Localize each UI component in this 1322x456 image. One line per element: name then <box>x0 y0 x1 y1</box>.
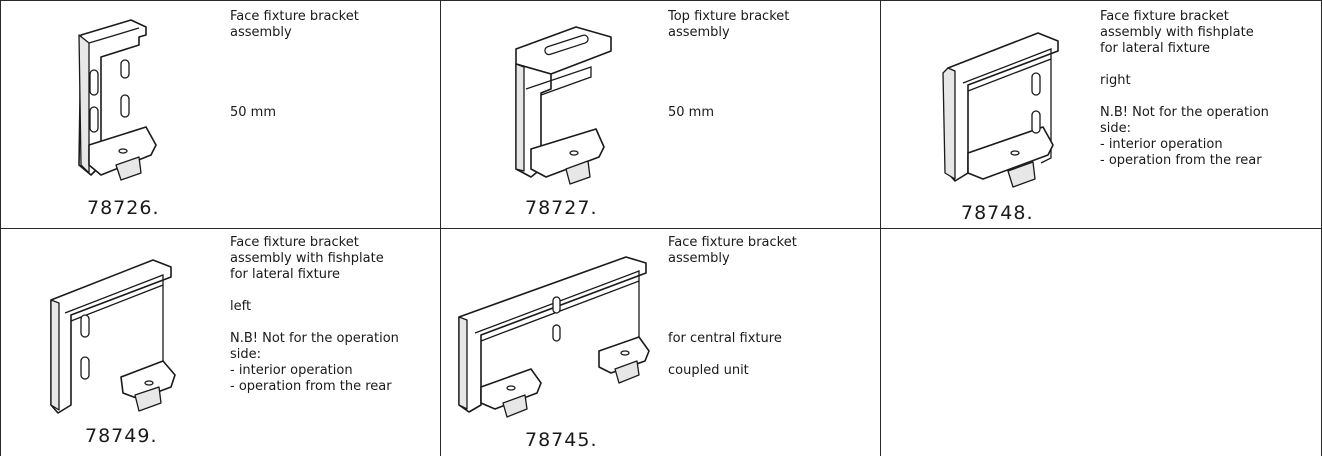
product-description: Face fixture bracket assembly with fishp… <box>230 235 399 394</box>
face-fixture-bracket-fishplate-right-icon <box>933 23 1083 202</box>
empty-cell <box>881 229 1322 456</box>
product-cell-78727: 78727. Top fixture bracket assembly 50 m… <box>441 0 881 229</box>
face-fixture-bracket-central-icon <box>451 247 661 426</box>
product-description: Face fixture bracket assembly 50 mm <box>230 9 359 120</box>
top-fixture-bracket-icon <box>496 19 626 203</box>
face-fixture-bracket-fishplate-left-icon <box>43 245 193 429</box>
product-description: Face fixture bracket assembly for centra… <box>668 235 797 378</box>
face-fixture-bracket-icon <box>61 15 171 199</box>
product-code: 78748. <box>961 202 1034 224</box>
product-description: Face fixture bracket assembly with fishp… <box>1100 9 1269 168</box>
product-code: 78745. <box>525 429 598 451</box>
product-description: Top fixture bracket assembly 50 mm <box>668 9 790 120</box>
product-cell-78748: 78748. Face fixture bracket assembly wit… <box>881 0 1322 229</box>
product-cell-78745: 78745. Face fixture bracket assembly for… <box>441 229 881 456</box>
product-code: 78726. <box>87 197 160 219</box>
product-code: 78727. <box>525 197 598 219</box>
product-code: 78749. <box>85 425 158 447</box>
product-cell-78726: 78726. Face fixture bracket assembly 50 … <box>0 0 441 229</box>
product-cell-78749: 78749. Face fixture bracket assembly wit… <box>0 229 441 456</box>
